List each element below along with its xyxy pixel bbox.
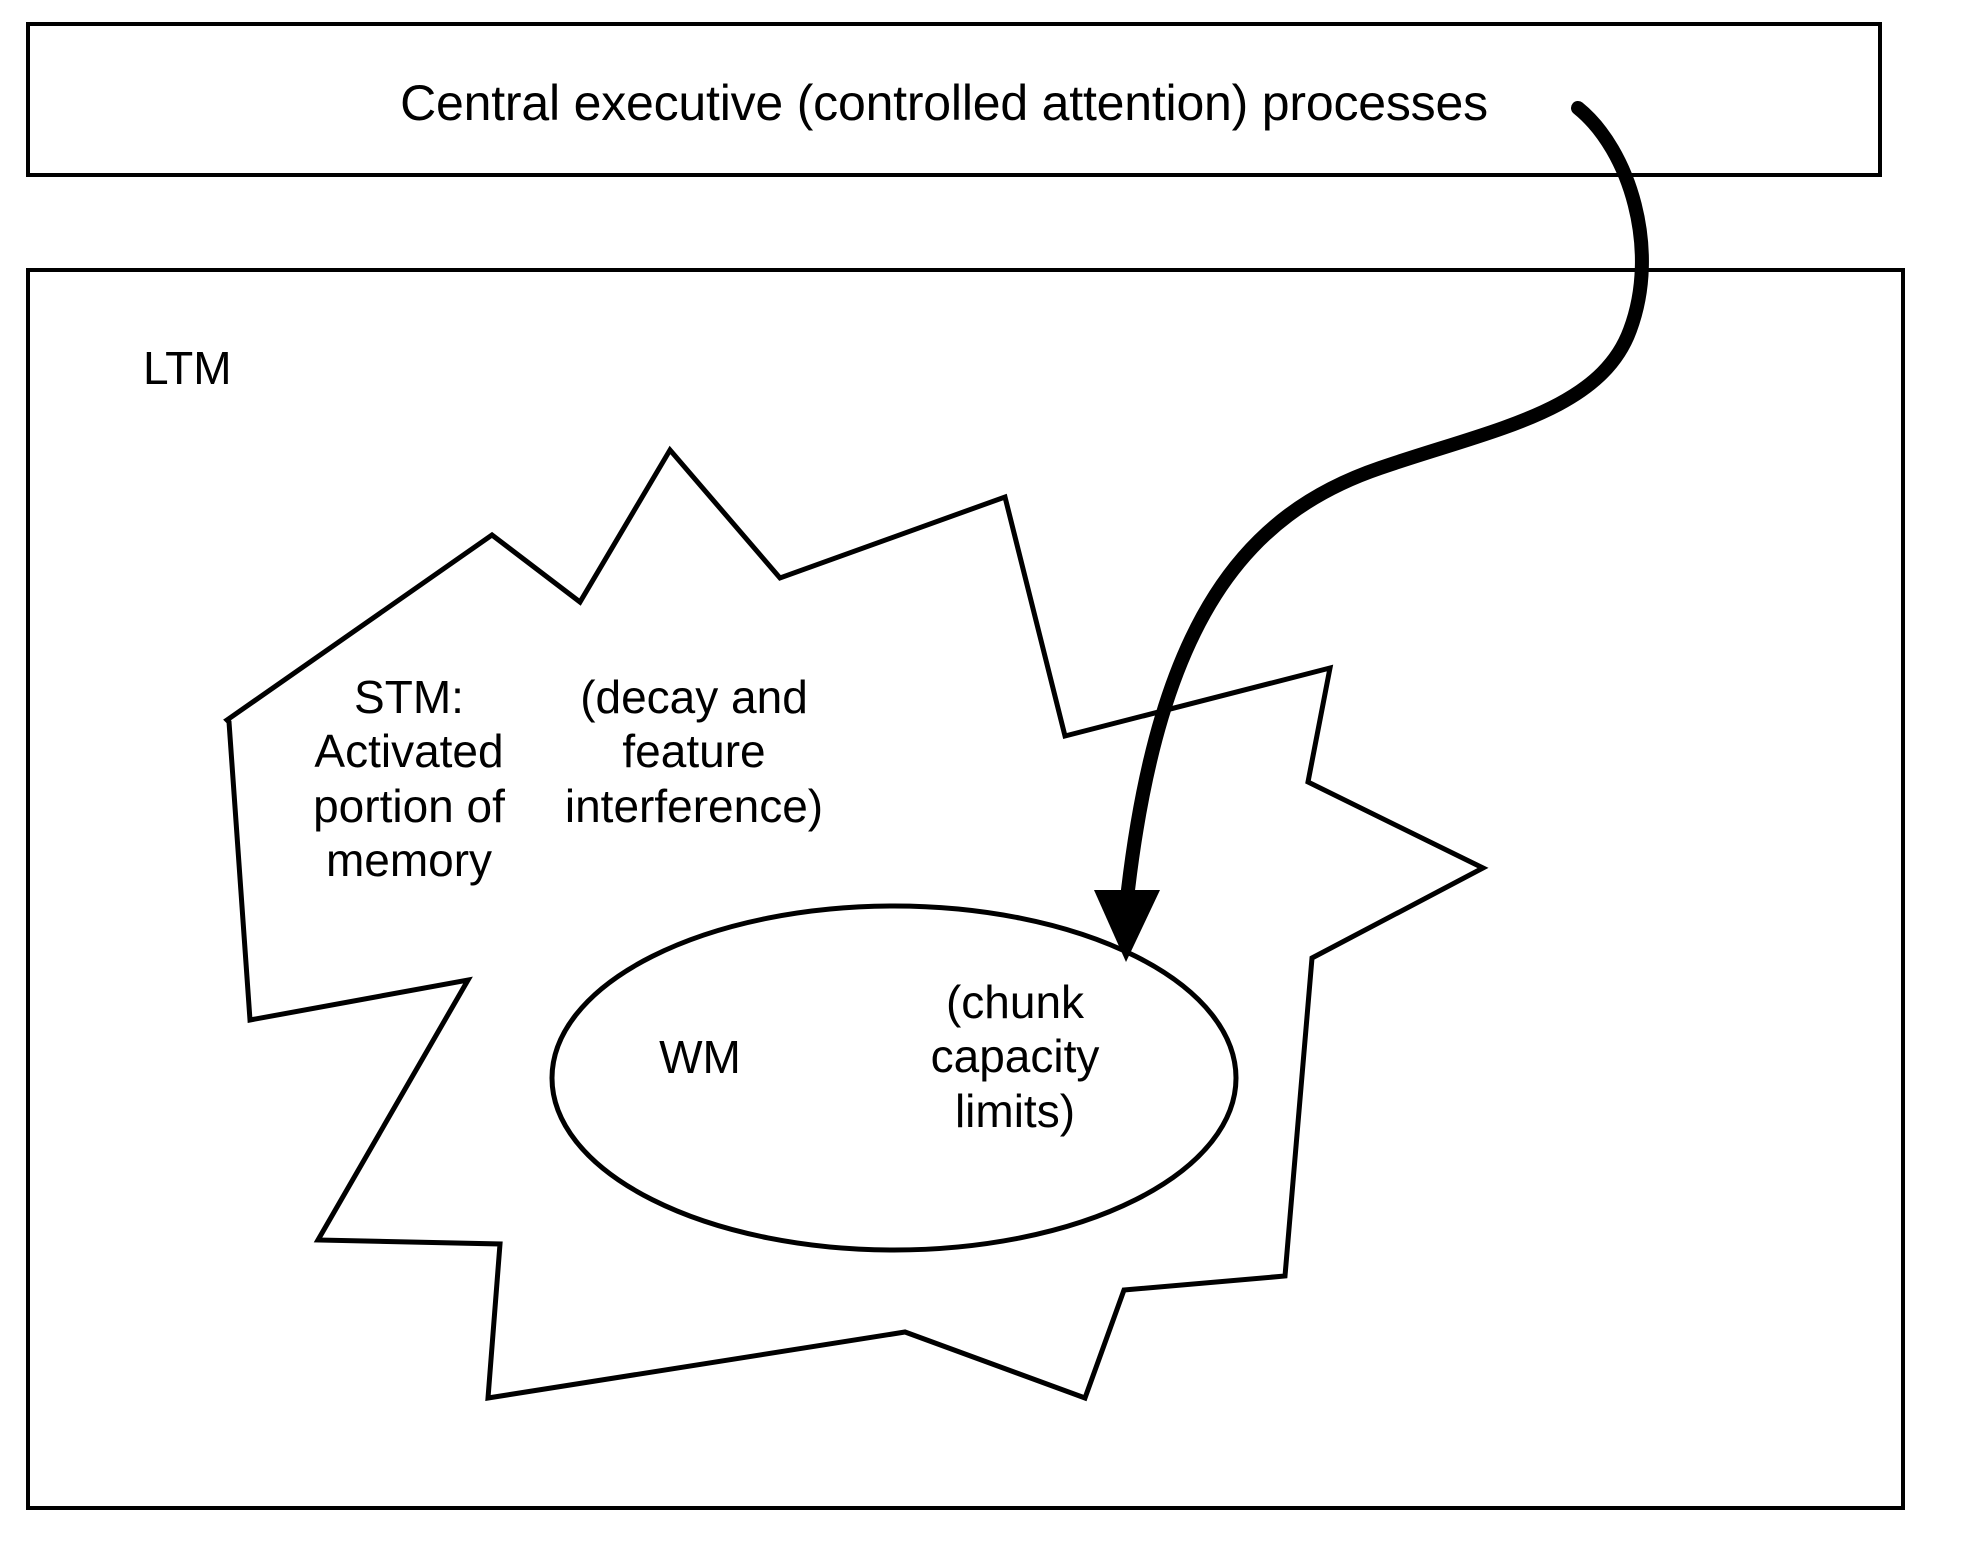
central-executive-label: Central executive (controlled attention)… — [400, 75, 1488, 131]
decay-interference-label: (decay and feature interference) — [564, 671, 824, 832]
wm-label: WM — [659, 1031, 741, 1083]
ltm-box — [26, 268, 1905, 1510]
ltm-label: LTM — [143, 342, 232, 394]
chunk-capacity-label: (chunk capacity limits) — [930, 976, 1100, 1137]
central-executive-box: Central executive (controlled attention)… — [26, 22, 1882, 177]
stm-label: STM: Activated portion of memory — [313, 671, 505, 886]
